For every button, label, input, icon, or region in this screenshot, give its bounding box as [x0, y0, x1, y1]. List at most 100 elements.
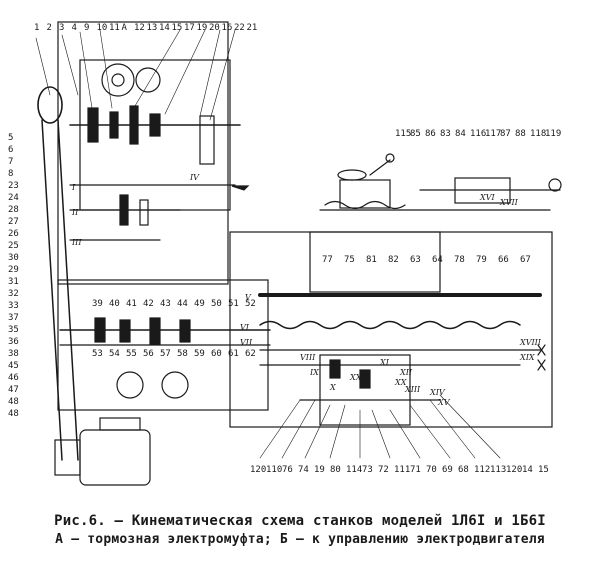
callout-top-8: 12 — [134, 23, 145, 33]
callout-middle-8: 51 — [228, 299, 239, 309]
shaft-label-13: XIV — [429, 388, 446, 397]
callout-left-4: 23 — [8, 181, 19, 191]
shaft-label-10: XI — [379, 358, 390, 367]
callout-carriage-9: 67 — [520, 255, 531, 265]
callout-middle-10: 53 — [92, 349, 103, 359]
callout-top-17: 21 — [247, 23, 258, 33]
bearing — [537, 344, 546, 356]
callout-left-9: 25 — [8, 241, 19, 251]
callout-middle-6: 49 — [194, 299, 205, 309]
callout-carriage-7: 79 — [476, 255, 487, 265]
callout-left-12: 31 — [8, 277, 19, 287]
callout-top-0: 1 — [34, 23, 39, 33]
callout-top-1: 2 — [47, 23, 52, 33]
callout-tail-6: 117 — [485, 129, 501, 139]
gear — [329, 359, 341, 379]
callout-bottom-7: 73 — [362, 465, 373, 475]
gear — [179, 319, 191, 343]
gear — [119, 194, 129, 226]
callout-middle-12: 55 — [126, 349, 137, 359]
callout-middle-11: 54 — [109, 349, 120, 359]
callout-left-23: 48 — [8, 409, 19, 419]
callout-tail-2: 86 — [425, 129, 436, 139]
callout-left-11: 29 — [8, 265, 19, 275]
callout-middle-9: 52 — [245, 299, 256, 309]
shaft-label-18: XIX — [519, 353, 535, 362]
shaft-label-20: XXI — [349, 373, 365, 382]
callout-middle-15: 58 — [177, 349, 188, 359]
pulley — [37, 86, 63, 124]
callout-top-13: 19 — [197, 23, 208, 33]
callout-tail-0: 115 — [395, 129, 411, 139]
callout-top-15: 16 — [222, 23, 233, 33]
shaft-label-12: XIII — [404, 385, 421, 394]
callout-middle-0: 39 — [92, 299, 103, 309]
callout-tail-4: 84 — [455, 129, 466, 139]
callout-left-14: 33 — [8, 301, 19, 311]
motor-pulley — [54, 439, 81, 476]
gear — [199, 115, 215, 165]
gear — [359, 369, 371, 389]
callout-left-1: 6 — [8, 145, 13, 155]
callout-top-10: 14 — [159, 23, 170, 33]
carriage — [309, 231, 441, 293]
callout-left-7: 27 — [8, 217, 19, 227]
callout-middle-17: 60 — [211, 349, 222, 359]
shaft-label-5: VI — [240, 323, 250, 332]
callout-carriage-2: 81 — [366, 255, 377, 265]
gear — [101, 63, 135, 97]
bearing — [537, 359, 546, 371]
callout-left-18: 38 — [8, 349, 19, 359]
callout-bottom-6: 114 — [346, 465, 362, 475]
callout-left-10: 30 — [8, 253, 19, 263]
callout-bottom-13: 68 — [458, 465, 469, 475]
callout-tail-3: 83 — [440, 129, 451, 139]
shaft-label-15: XVI — [479, 193, 495, 202]
gear — [161, 371, 189, 399]
shaft-label-0: I — [71, 183, 76, 192]
shaft-label-11: XII — [399, 368, 413, 377]
callout-top-6: 11 — [109, 23, 120, 33]
callout-left-8: 26 — [8, 229, 19, 239]
tailstock-handwheel — [548, 178, 562, 192]
gear — [135, 67, 161, 93]
callout-top-3: 4 — [72, 23, 77, 33]
gear — [139, 199, 149, 226]
gear — [87, 107, 99, 143]
gear — [149, 317, 161, 345]
callout-middle-5: 44 — [177, 299, 188, 309]
callout-left-2: 7 — [8, 157, 13, 167]
callout-left-5: 24 — [8, 193, 19, 203]
belt — [41, 119, 63, 461]
callout-middle-4: 43 — [160, 299, 171, 309]
callout-left-17: 36 — [8, 337, 19, 347]
callout-carriage-6: 78 — [454, 255, 465, 265]
shaft-label-8: IX — [309, 368, 319, 377]
tool-post-top — [337, 169, 367, 181]
callout-top-12: 17 — [184, 23, 195, 33]
callout-left-21: 47 — [8, 385, 19, 395]
callout-bottom-4: 19 — [314, 465, 325, 475]
figure-caption-line2: А – тормозная электромуфта; Б – к управл… — [55, 532, 545, 547]
callout-carriage-1: 75 — [344, 255, 355, 265]
callout-carriage-8: 66 — [498, 255, 509, 265]
gear — [149, 113, 161, 137]
callout-bottom-17: 14 — [522, 465, 533, 475]
callout-carriage-3: 82 — [388, 255, 399, 265]
callout-bottom-16: 120 — [506, 465, 522, 475]
callout-bottom-3: 74 — [298, 465, 309, 475]
tool-post — [339, 179, 391, 209]
motor-base — [99, 417, 141, 431]
callout-bottom-2: 76 — [282, 465, 293, 475]
callout-left-20: 46 — [8, 373, 19, 383]
shaft-label-3: IV — [189, 173, 200, 182]
callout-middle-19: 62 — [245, 349, 256, 359]
callout-bottom-18: 15 — [538, 465, 549, 475]
callout-bottom-0: 120 — [250, 465, 266, 475]
figure-caption-line1: Рис.6. – Кинематическая схема станков мо… — [54, 513, 546, 529]
gear — [129, 105, 139, 145]
callout-bottom-8: 72 — [378, 465, 389, 475]
shaft-label-2: III — [71, 238, 82, 247]
shaft-label-14: XV — [437, 398, 451, 407]
